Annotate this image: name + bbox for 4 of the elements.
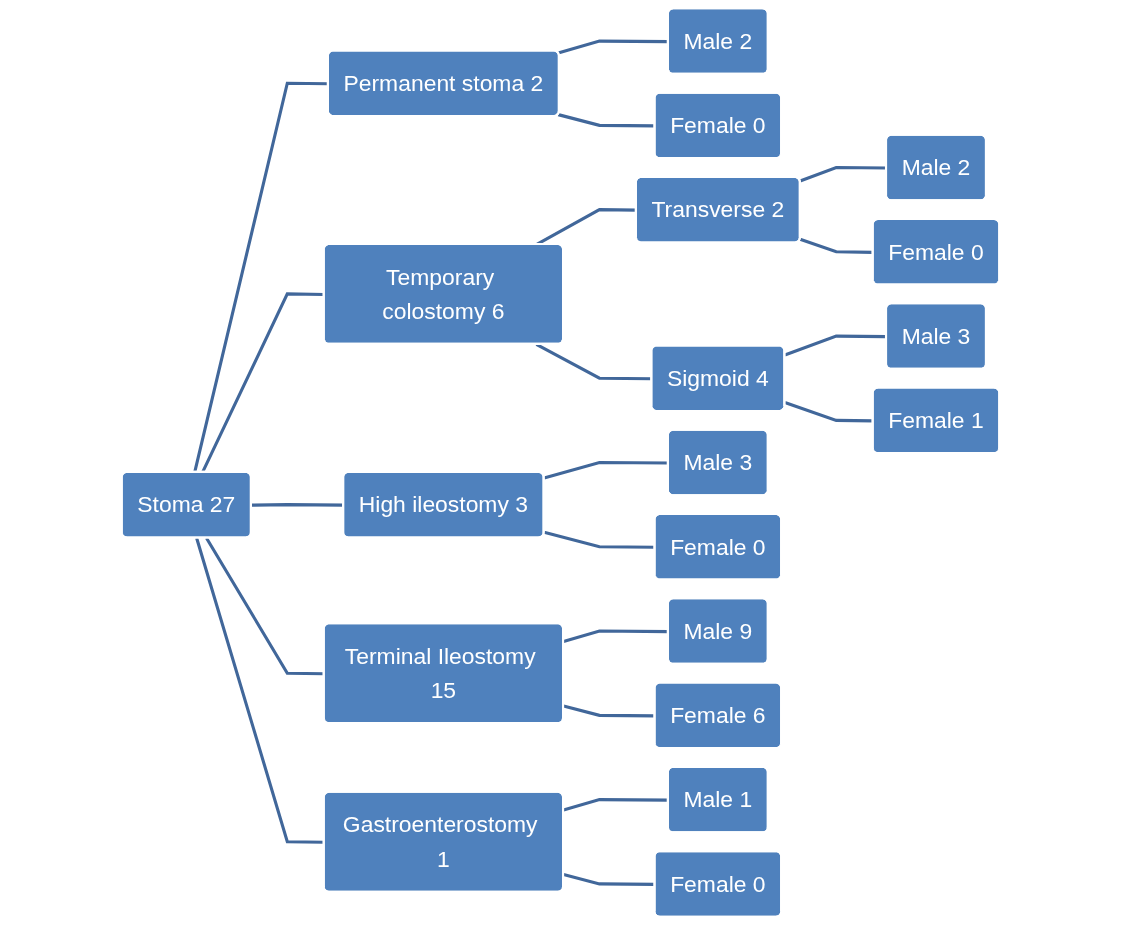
connector	[535, 343, 652, 381]
connector	[784, 334, 887, 357]
connector	[799, 165, 887, 183]
connector	[251, 503, 344, 507]
